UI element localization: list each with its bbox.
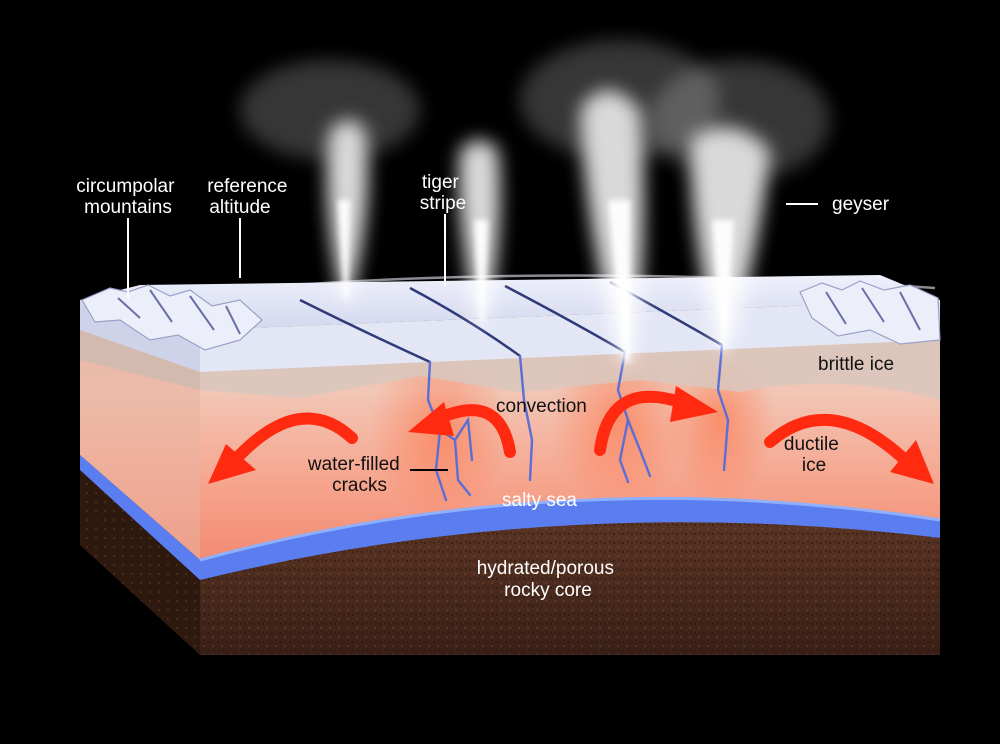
circumpolar-mountains-right bbox=[799, 280, 941, 345]
label-water-filled-cracks: water-filled cracks bbox=[307, 454, 405, 496]
label-brittle-ice: brittle ice bbox=[818, 354, 894, 375]
label-rocky-core: hydrated/porous rocky core bbox=[477, 558, 620, 601]
label-salty-sea: salty sea bbox=[502, 490, 577, 511]
geyser-plumes bbox=[240, 40, 830, 362]
convection-arrows bbox=[208, 386, 934, 484]
label-reference-altitude: reference altitude bbox=[207, 176, 293, 218]
label-circumpolar-mountains: circumpolar mountains bbox=[76, 176, 179, 218]
label-ductile-ice: ductile ice bbox=[784, 434, 844, 476]
label-convection: convection bbox=[496, 396, 587, 417]
circumpolar-mountains-left bbox=[81, 284, 263, 351]
label-geyser: geyser bbox=[832, 194, 890, 215]
label-tiger-stripe: tiger stripe bbox=[420, 172, 466, 214]
salty-sea-layer bbox=[80, 455, 940, 580]
